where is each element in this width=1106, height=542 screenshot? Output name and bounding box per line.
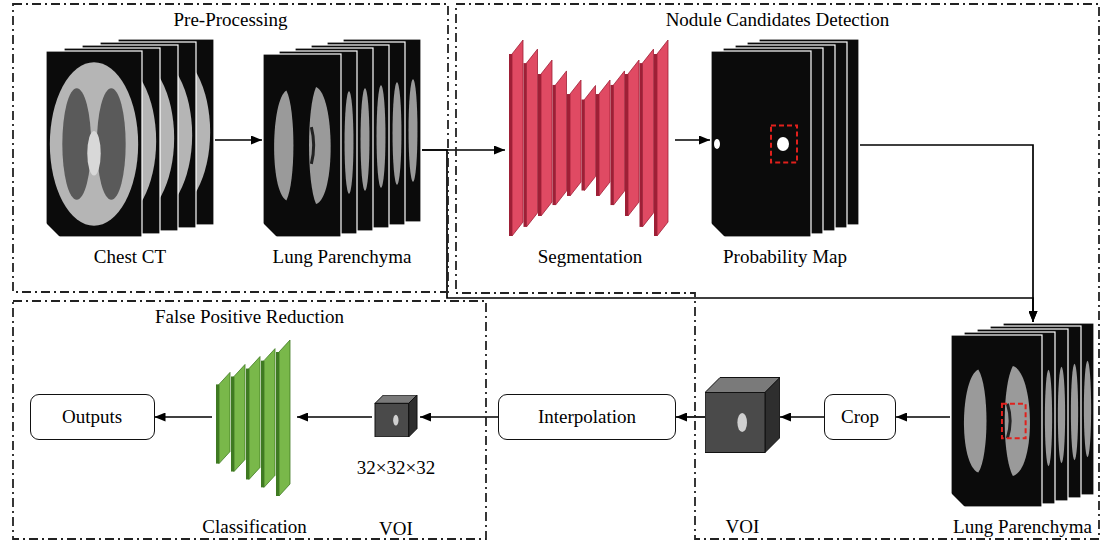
stage-title: Pre-Processing [174, 9, 288, 31]
ct-stack: Chest CT [45, 38, 215, 270]
illustration [710, 38, 860, 238]
caption: Chest CT [94, 246, 166, 268]
caption: Probability Map [723, 246, 847, 268]
caption: VOI [379, 518, 413, 540]
classification-network: Classification [212, 338, 297, 540]
flow-arrow [896, 416, 950, 418]
illustration [262, 38, 422, 238]
stage-region: Nodule Candidates DetectionSegmentation P… [455, 3, 1100, 540]
flow-arrow [676, 416, 705, 418]
stage-region: False Positive Reduction32×32×32VOIClass… [12, 300, 487, 540]
illustration [950, 322, 1095, 508]
flow-arrow [215, 139, 262, 141]
box-label: Interpolation [538, 406, 636, 428]
lung-stack: Lung Parenchyma [950, 322, 1095, 540]
process-box: Crop [824, 394, 896, 440]
flow-arrow [155, 416, 213, 418]
caption: Segmentation [538, 246, 642, 268]
voi-cube: VOI [705, 375, 780, 540]
stage-title: Nodule Candidates Detection [666, 9, 890, 31]
illustration [505, 38, 675, 238]
caption: Lung Parenchyma [273, 246, 412, 268]
caption: Lung Parenchyma [953, 516, 1092, 538]
flow-arrow [780, 416, 824, 418]
flow-arrow [297, 416, 372, 418]
flow-arrow [675, 139, 710, 141]
flow-arrow [860, 145, 1033, 322]
voi-cube: 32×32×32VOI [372, 395, 420, 540]
caption: VOI [726, 516, 760, 538]
output-box: Outputs [30, 394, 155, 440]
box-label: Crop [841, 406, 879, 428]
illustration [212, 338, 297, 498]
segmentation-network: Segmentation [505, 38, 675, 270]
illustration [45, 38, 215, 238]
process-box: Interpolation [498, 394, 676, 440]
box-label: Outputs [62, 406, 122, 428]
stage-title: False Positive Reduction [155, 306, 344, 328]
illustration [705, 375, 780, 455]
caption: Classification [202, 516, 306, 538]
caption: 32×32×32 [357, 457, 435, 479]
stage-region: Pre-ProcessingChest CT Lung Parenchyma [12, 3, 449, 293]
lung-stack: Lung Parenchyma [262, 38, 422, 270]
probability-map: Probability Map [710, 38, 860, 270]
illustration [372, 395, 420, 437]
